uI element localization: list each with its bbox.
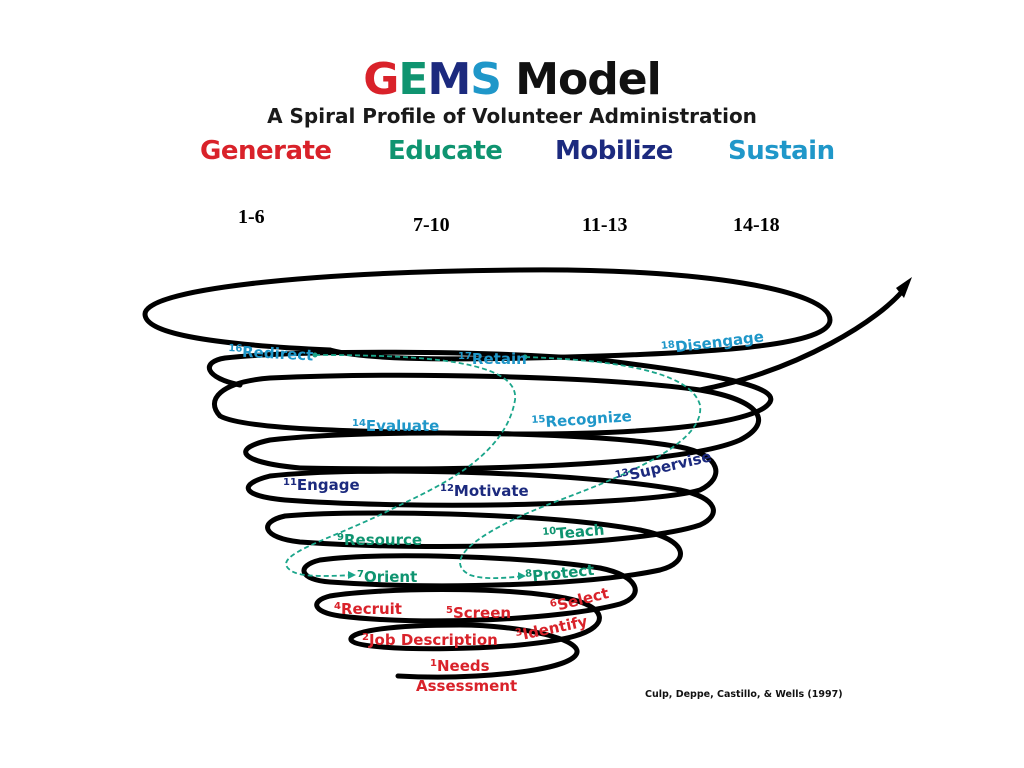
title-model: Model	[500, 54, 661, 105]
protect-arrow-icon	[518, 572, 526, 580]
step-12-label: 12Motivate	[440, 482, 529, 500]
page-subtitle: A Spiral Profile of Volunteer Administra…	[267, 104, 757, 128]
dashed-connector	[285, 354, 701, 580]
step-16-label: 16Redirect	[228, 342, 314, 364]
phase-mobilize: Mobilize	[555, 136, 673, 166]
phase-sustain: Sustain	[728, 136, 835, 166]
citation: Culp, Deppe, Castillo, & Wells (1997)	[645, 689, 843, 700]
step-1-label-2: Assessment	[416, 677, 517, 695]
step-15-label: 15Recognize	[531, 407, 632, 432]
step-9-label: 9Resource	[337, 531, 422, 549]
title-letter-e: E	[398, 54, 428, 105]
spiral-path	[142, 267, 908, 680]
step-5-label: 5Screen	[446, 604, 511, 622]
phase-educate: Educate	[388, 136, 503, 166]
page-title: GEMS Model	[0, 56, 1024, 104]
redirect-dot	[312, 352, 318, 358]
title-letter-m: M	[427, 54, 471, 105]
title-letter-g: G	[363, 54, 399, 105]
range-educate: 7-10	[413, 214, 450, 236]
phase-generate: Generate	[200, 136, 332, 166]
retain-dot	[522, 354, 528, 360]
step-14-label: 14Evaluate	[352, 417, 439, 435]
step-17-label: 17Retain	[458, 350, 527, 368]
step-18-label: 18Disengage	[660, 328, 765, 358]
spiral-arrow-icon	[896, 277, 912, 298]
step-1-label: 1Needs	[430, 657, 490, 675]
step-2-label: 2Job Description	[362, 631, 498, 649]
range-generate: 1-6	[238, 206, 265, 228]
range-mobilize: 11-13	[582, 214, 628, 236]
step-10-label: 10Teach	[542, 521, 605, 544]
title-letter-s: S	[470, 54, 502, 105]
orient-arrow-icon	[348, 571, 356, 579]
step-7-label: 7Orient	[357, 568, 417, 586]
range-sustain: 14-18	[733, 214, 780, 236]
step-11-label: 11Engage	[283, 476, 360, 494]
step-4-label: 4Recruit	[334, 600, 402, 618]
